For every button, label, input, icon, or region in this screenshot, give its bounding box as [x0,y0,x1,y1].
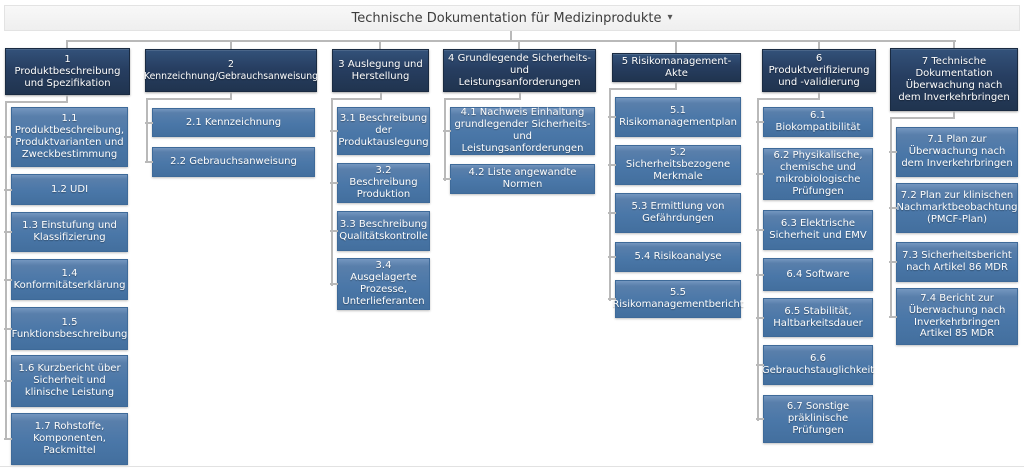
connector-elbow-v-6 [818,92,820,100]
connector-elbow-v-4 [519,92,521,100]
node-5[interactable]: 5 Risikomanagement-Akte [612,53,741,82]
connector-elbow-h-1 [5,101,68,103]
connector-elbow-v-3 [380,92,382,100]
node-5-2[interactable]: 5.2 Sicherheitsbezogene Merkmale [608,145,741,185]
node-7-3[interactable]: 7.3 Sicherheitsbericht nach Artikel 86 M… [889,242,1018,282]
node-4-2[interactable]: 4.2 Liste angewandte Normen [443,164,595,194]
node-7[interactable]: 7 Technische Dokumentation Überwachung n… [890,48,1018,111]
node-4-1[interactable]: 4.1 Nachweis Einhaltung grundlegender Si… [443,107,595,155]
node-3-1[interactable]: 3.1 Beschreibung der Produktauslegung [330,107,430,155]
connector-elbow-v-7 [953,111,955,119]
connector-stub-7 [953,40,955,48]
connector-title-drop [510,31,512,42]
node-1-5[interactable]: 1.5 Funktionsbeschreibung [4,307,128,350]
node-1-4[interactable]: 1.4 Konformitätserklärung [4,259,128,300]
node-6[interactable]: 6 Produktverifizierung und -validierung [762,49,876,92]
node-3-4[interactable]: 3.4 Ausgelagerte Prozesse, Unterlieferan… [330,258,430,310]
node-1-6[interactable]: 1.6 Kurzbericht über Sicherheit und klin… [4,355,128,407]
node-5-4[interactable]: 5.4 Risikoanalyse [608,242,741,272]
node-6-6[interactable]: 6.6 Gebrauchstauglichkeit [756,345,874,385]
node-3[interactable]: 3 Auslegung und Herstellung [332,49,429,92]
node-2-2[interactable]: 2.2 Gebrauchsanweisung [145,147,315,177]
connector-elbow-h-7 [890,117,955,119]
page-title: Technische Dokumentation für Medizinprod… [351,10,662,26]
node-1-3[interactable]: 1.3 Einstufung und Klassifizierung [4,212,128,252]
chart-title-dropdown[interactable]: Technische Dokumentation für Medizinprod… [4,5,1020,31]
node-2[interactable]: 2 Kennzeichnung/Gebrauchsanweisung [144,49,318,92]
node-1-7[interactable]: 1.7 Rohstoffe, Komponenten, Packmittel [4,413,128,465]
node-7-2[interactable]: 7.2 Plan zur klinischen Nachmarktbeobach… [889,183,1018,233]
chevron-down-icon: ▾ [667,12,673,23]
node-4[interactable]: 4 Grundlegende Sicherheits- und Leistung… [443,49,596,92]
connector-stub-1 [66,40,68,49]
node-3-3[interactable]: 3.3 Beschreibung Qualitätskontrolle [330,211,430,251]
connector-top-rail [66,40,956,42]
connector-rail-1 [5,101,7,440]
connector-elbow-v-5 [675,82,677,90]
connector-elbow-h-3 [331,98,382,100]
node-2-1[interactable]: 2.1 Kennzeichnung [145,108,315,137]
connector-rail-5 [609,88,611,301]
node-6-5[interactable]: 6.5 Stabilität, Haltbarkeitsdauer [756,298,873,337]
connector-stub-3 [379,40,381,49]
connector-elbow-h-4 [444,98,521,100]
node-1-1[interactable]: 1.1 Produktbeschreibung, Produktvariante… [4,107,128,167]
connector-elbow-h-2 [146,98,232,100]
connector-rail-2 [146,98,148,163]
node-6-7[interactable]: 6.7 Sonstige präklinische Prüfungen [756,395,873,443]
connector-rail-7 [890,117,892,318]
connector-stub-5 [675,40,677,53]
connector-rail-3 [331,98,333,286]
node-1[interactable]: 1 Produktbeschreibung und Spezifikation [5,48,130,95]
connector-elbow-v-1 [66,95,68,103]
node-6-4[interactable]: 6.4 Software [756,258,873,291]
node-7-1[interactable]: 7.1 Plan zur Überwachung nach dem Inverk… [889,127,1018,177]
node-5-1[interactable]: 5.1 Risikomanagementplan [608,97,741,137]
node-1-2[interactable]: 1.2 UDI [4,174,128,205]
connector-elbow-v-2 [230,92,232,100]
connector-elbow-h-5 [609,88,677,90]
connector-rail-4 [444,98,446,181]
connector-stub-2 [230,40,232,49]
node-7-4[interactable]: 7.4 Bericht zur Überwachung nach Inverke… [889,288,1018,345]
node-6-1[interactable]: 6.1 Biokompatibilität [756,107,873,137]
node-6-3[interactable]: 6.3 Elektrische Sicherheit und EMV [756,210,873,250]
connector-stub-4 [518,40,520,49]
connector-elbow-h-6 [757,98,820,100]
node-5-5[interactable]: 5.5 Risikomanagementbericht [608,280,744,318]
node-3-2[interactable]: 3.2 Beschreibung Produktion [330,163,430,203]
page-bottom-border [0,466,1024,467]
node-5-3[interactable]: 5.3 Ermittlung von Gefährdungen [608,193,741,233]
connector-stub-6 [818,40,820,49]
connector-rail-6 [757,98,759,421]
node-6-2[interactable]: 6.2 Physikalische, chemische und mikrobi… [756,148,873,200]
